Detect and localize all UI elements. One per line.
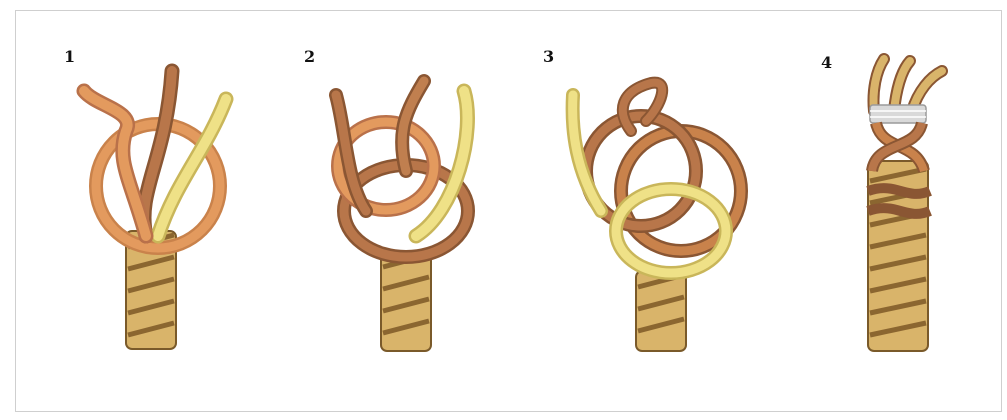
step-label-3: 3 [543, 47, 554, 66]
whipping-band [870, 105, 926, 123]
knot-step-4 [846, 11, 956, 411]
illustration-frame: 1 2 3 4 [15, 10, 1002, 412]
knot-step-1 [76, 11, 266, 411]
rope-body [381, 251, 431, 351]
step-label-1: 1 [64, 47, 75, 66]
knot-step-2 [306, 11, 506, 411]
rope-body [636, 271, 686, 351]
knot-step-3 [561, 11, 761, 411]
step-label-4: 4 [821, 53, 832, 72]
